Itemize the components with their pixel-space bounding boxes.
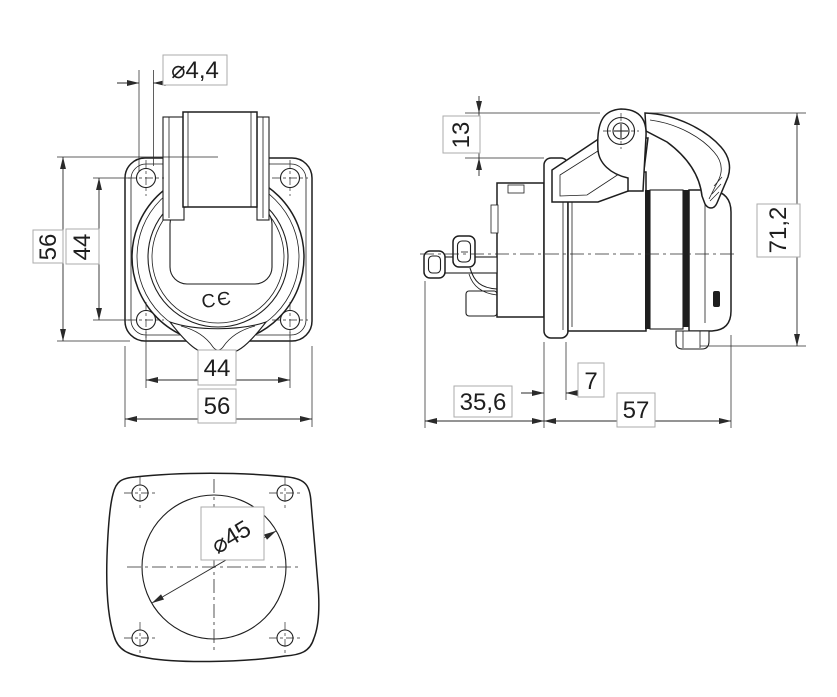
cap-latch-notch: [713, 291, 720, 307]
dim-label: 56: [35, 234, 62, 261]
front-view: CЄ ⌀4,4: [32, 54, 313, 427]
mounting-hole: [124, 622, 156, 654]
lid-flap: [644, 112, 731, 209]
dim-label: 44: [69, 234, 96, 261]
dim-cutout-dia: ⌀45: [151, 506, 277, 604]
dim-label: 57: [623, 397, 650, 424]
ce-mark: CЄ: [200, 288, 234, 313]
dim-label: 56: [204, 393, 231, 420]
dim-lid-top-offset: 13: [442, 96, 600, 176]
dim-label: 7: [584, 368, 597, 395]
panel-cutout-view: ⌀45: [106, 472, 320, 663]
hinge-screw: [603, 113, 639, 149]
mounting-hole: [272, 160, 308, 196]
side-view: 13 71,2 7 35,6: [420, 96, 806, 428]
dim-flange-thickness: 7: [521, 342, 605, 400]
rear-body-notch: [507, 184, 525, 194]
dim-label: ⌀4,4: [171, 57, 219, 84]
dim-hole-pitch-horizontal: 44: [145, 332, 291, 388]
mounting-hole: [269, 477, 301, 509]
seal-ring: [645, 190, 650, 329]
body-foot: [675, 330, 710, 350]
rear-body-block: [496, 182, 545, 318]
terminal-lug: [423, 250, 446, 279]
dim-overall-height: 56: [32, 156, 218, 342]
dim-mount-hole-dia: ⌀4,4: [117, 54, 228, 172]
cutout-flange-outline: [106, 472, 320, 663]
rear-cable-block: [465, 290, 498, 317]
dim-overall-width: 56: [124, 346, 313, 427]
dim-overall-height-side: 71,2: [650, 112, 806, 347]
body-front-cap: [688, 189, 732, 332]
dim-label: 71,2: [765, 207, 792, 254]
lid-tube-ear-left: [162, 116, 185, 221]
dim-hole-pitch-vertical: 44: [65, 177, 130, 321]
dim-front-depth: 57: [543, 335, 732, 428]
dim-rear-depth: 35,6: [424, 281, 545, 428]
mounting-hole: [272, 302, 308, 338]
body-ring-section: [649, 189, 684, 330]
lid-tube: [182, 111, 258, 208]
rear-side-tab: [490, 204, 499, 234]
mounting-hole: [128, 160, 164, 196]
mounting-hole: [124, 477, 156, 509]
dim-label: 13: [448, 122, 475, 149]
dim-label: 35,6: [460, 389, 507, 416]
seal-ring: [683, 190, 689, 327]
dim-label: 44: [204, 355, 231, 382]
mounting-hole: [269, 622, 301, 654]
terminal-lug: [452, 235, 476, 268]
thumb-notch: [168, 320, 268, 356]
